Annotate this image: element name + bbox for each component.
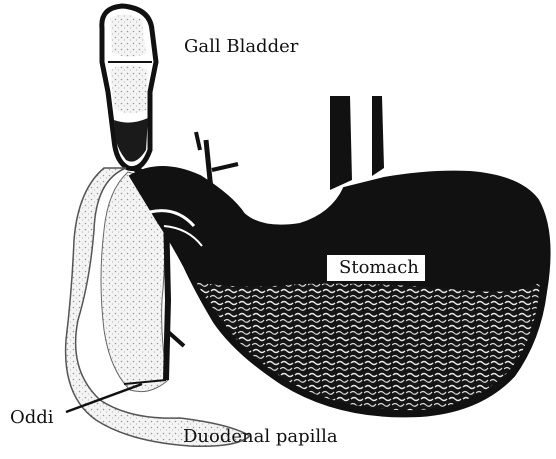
gall-bladder — [102, 6, 156, 169]
duodenal-papilla-label: Duodenal papilla — [183, 428, 338, 446]
oddi-label: Oddi — [10, 409, 54, 427]
stomach — [130, 167, 550, 416]
stomach-label: Stomach — [327, 255, 425, 281]
esophagus — [330, 96, 384, 190]
gall-bladder-label: Gall Bladder — [184, 38, 298, 56]
